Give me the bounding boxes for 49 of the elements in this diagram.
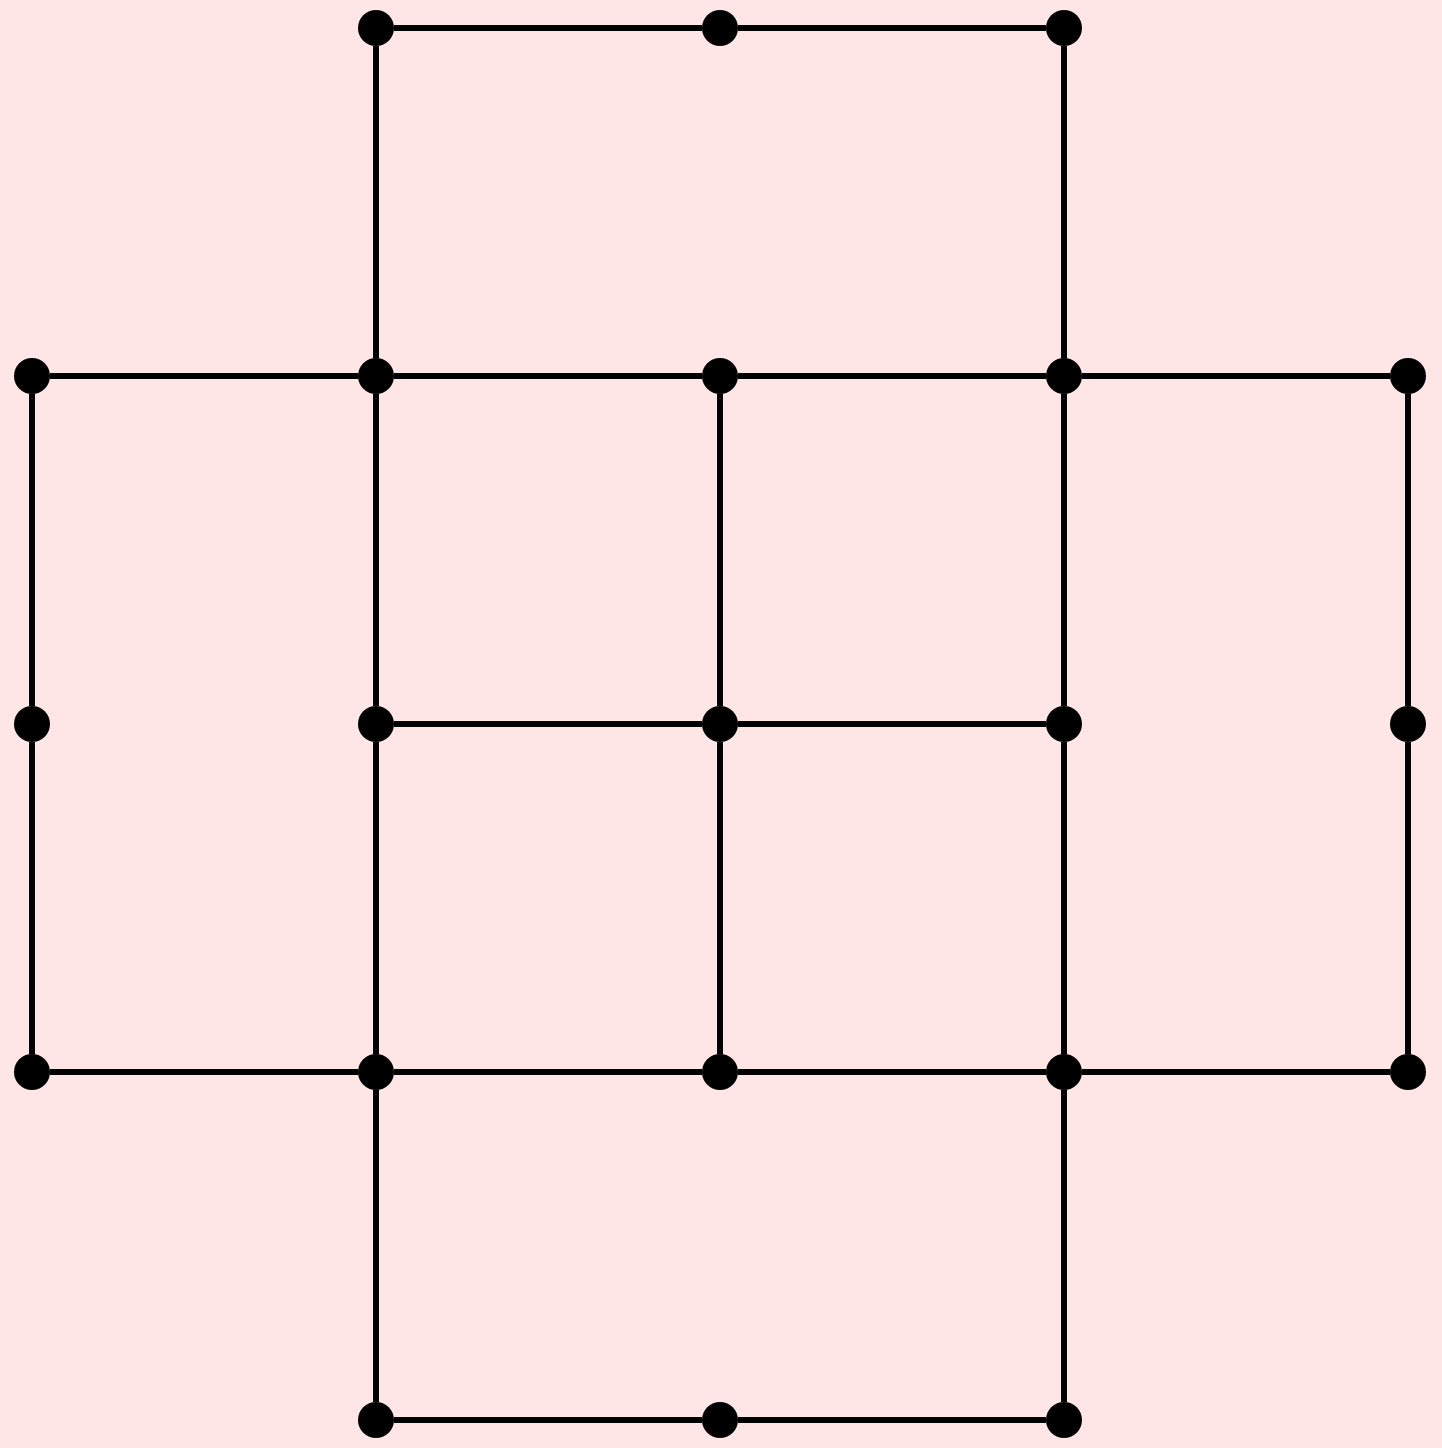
- connector-line: [738, 1069, 1046, 1075]
- dot: [1046, 1402, 1082, 1438]
- connector-line: [717, 742, 723, 1054]
- connector-line: [1082, 1069, 1390, 1075]
- connector-line: [50, 1069, 358, 1075]
- connector-line: [738, 25, 1046, 31]
- dot: [1046, 1054, 1082, 1090]
- dot: [1390, 706, 1426, 742]
- dot: [14, 1054, 50, 1090]
- connector-line: [1061, 742, 1067, 1054]
- connector-line: [1061, 394, 1067, 706]
- connector-line: [738, 373, 1046, 379]
- connector-line: [717, 394, 723, 706]
- dot: [1390, 358, 1426, 394]
- dot: [14, 358, 50, 394]
- dot: [702, 10, 738, 46]
- dot: [1046, 358, 1082, 394]
- dot: [358, 1054, 394, 1090]
- connector-line: [29, 394, 35, 706]
- dot: [358, 1402, 394, 1438]
- connector-line: [373, 46, 379, 358]
- dot: [702, 1054, 738, 1090]
- connector-line: [394, 1069, 702, 1075]
- connector-line: [373, 742, 379, 1054]
- connector-line: [1061, 1090, 1067, 1402]
- connector-line: [1405, 742, 1411, 1054]
- connector-line: [1082, 373, 1390, 379]
- connector-line: [394, 25, 702, 31]
- dot: [702, 1402, 738, 1438]
- dot: [358, 706, 394, 742]
- dot: [1390, 1054, 1426, 1090]
- dot: [358, 10, 394, 46]
- connector-line: [394, 373, 702, 379]
- connector-line: [50, 373, 358, 379]
- connector-line: [373, 394, 379, 706]
- dot: [1046, 10, 1082, 46]
- dot: [14, 706, 50, 742]
- connector-line: [394, 1417, 702, 1423]
- dot: [1046, 706, 1082, 742]
- connector-line: [1405, 394, 1411, 706]
- connector-line: [738, 721, 1046, 727]
- dot: [702, 358, 738, 394]
- dot: [702, 706, 738, 742]
- dot: [358, 358, 394, 394]
- connector-line: [373, 1090, 379, 1402]
- connector-line: [1061, 46, 1067, 358]
- connector-line: [394, 721, 702, 727]
- connector-line: [738, 1417, 1046, 1423]
- connector-line: [29, 742, 35, 1054]
